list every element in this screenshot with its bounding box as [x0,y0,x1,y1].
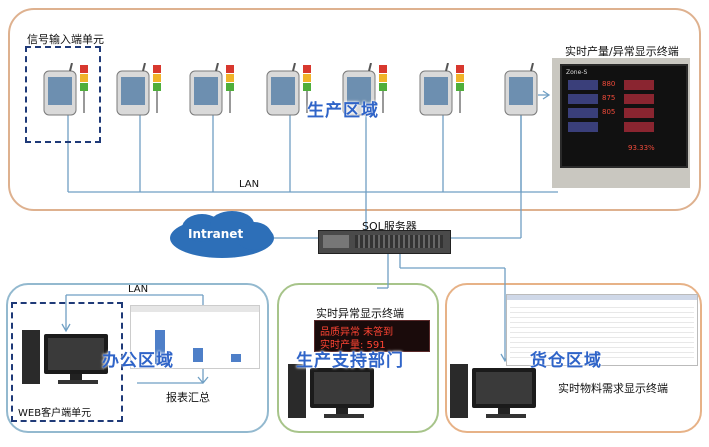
led-line-2: 实时产量: 591 [320,340,386,351]
material-display-label: 实时物料需求显示终端 [558,382,668,395]
web-client-unit-box [11,302,123,422]
office-zone-label: 办公区域 [102,351,174,371]
screen-value: 93.33% [628,144,655,152]
signal-input-unit-box [25,46,101,143]
screen-value: 880 [602,80,616,88]
signal-input-unit-label: 信号输入端单元 [27,33,104,46]
screen-value: 875 [602,94,616,102]
signal-terminal [115,62,167,123]
display-screen-photo: Zone-S 880 875 805 93.33% [552,58,690,188]
led-line-1: 品质异常 未答到 [320,327,394,338]
abnormal-display-label: 实时异常显示终端 [316,307,404,320]
display-controller-terminal [503,62,543,123]
report-preview [130,305,260,369]
intranet-label: Intranet [188,227,244,241]
signal-terminal [418,62,470,123]
lan-top-label: LAN [239,179,260,190]
led-board: 品质异常 未答到 实时产量: 591 [314,320,430,352]
signal-terminal [265,62,317,123]
intranet-cloud: Intranet [166,210,278,262]
material-table-preview [506,294,698,366]
sql-server-icon [318,230,451,254]
sql-server-label: SQL服务器 [362,220,417,233]
web-client-label: WEB客户端单元 [18,408,92,419]
screen-header: Zone-S [566,69,588,76]
signal-terminal [341,62,393,123]
display-screen: Zone-S 880 875 805 93.33% [560,64,688,168]
desktop-computer-icon [22,330,120,394]
support-zone-label: 生产支持部门 [296,351,404,371]
support-zone [277,283,439,433]
signal-terminal [42,62,94,123]
report-summary-label: 报表汇总 [166,391,210,404]
desktop-computer-icon [450,364,550,428]
realtime-display-label: 实时产量/异常显示终端 [565,45,679,58]
production-zone-label: 生产区域 [307,101,379,121]
signal-terminal [188,62,240,123]
screen-value: 805 [602,108,616,116]
desktop-computer-icon [288,364,388,428]
lan-office-label: LAN [128,284,149,295]
warehouse-zone-label: 货仓区域 [530,351,602,371]
